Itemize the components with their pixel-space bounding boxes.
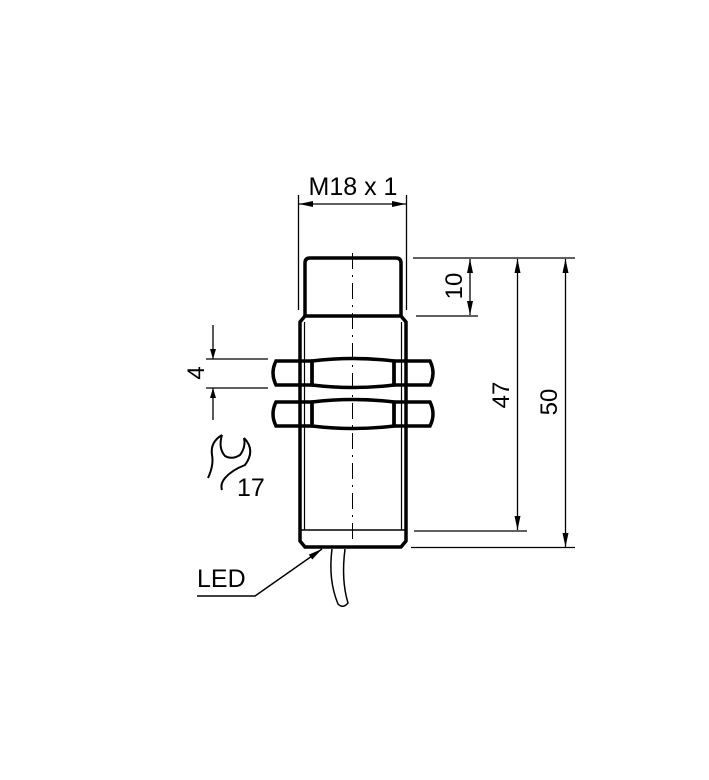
threaded-housing bbox=[298, 314, 408, 549]
thread-dimension bbox=[297, 195, 408, 310]
nut-thickness-label: 4 bbox=[183, 366, 210, 379]
nut-thickness-dimension bbox=[206, 325, 268, 420]
cable bbox=[330, 548, 349, 607]
length-dimensions bbox=[411, 257, 575, 549]
lock-nut-top bbox=[271, 356, 435, 390]
thread-length-label: 47 bbox=[488, 382, 515, 409]
led-leader-line bbox=[197, 548, 323, 597]
total-length-label: 50 bbox=[536, 389, 563, 416]
thread-label: M18 x 1 bbox=[309, 173, 398, 201]
wrench-icon bbox=[207, 434, 252, 491]
sensor-body bbox=[271, 253, 435, 607]
lock-nut-bottom bbox=[271, 397, 435, 431]
led-label: LED bbox=[197, 565, 246, 593]
face-dim-label: 10 bbox=[441, 273, 468, 300]
wrench-size-label: 17 bbox=[237, 474, 265, 502]
